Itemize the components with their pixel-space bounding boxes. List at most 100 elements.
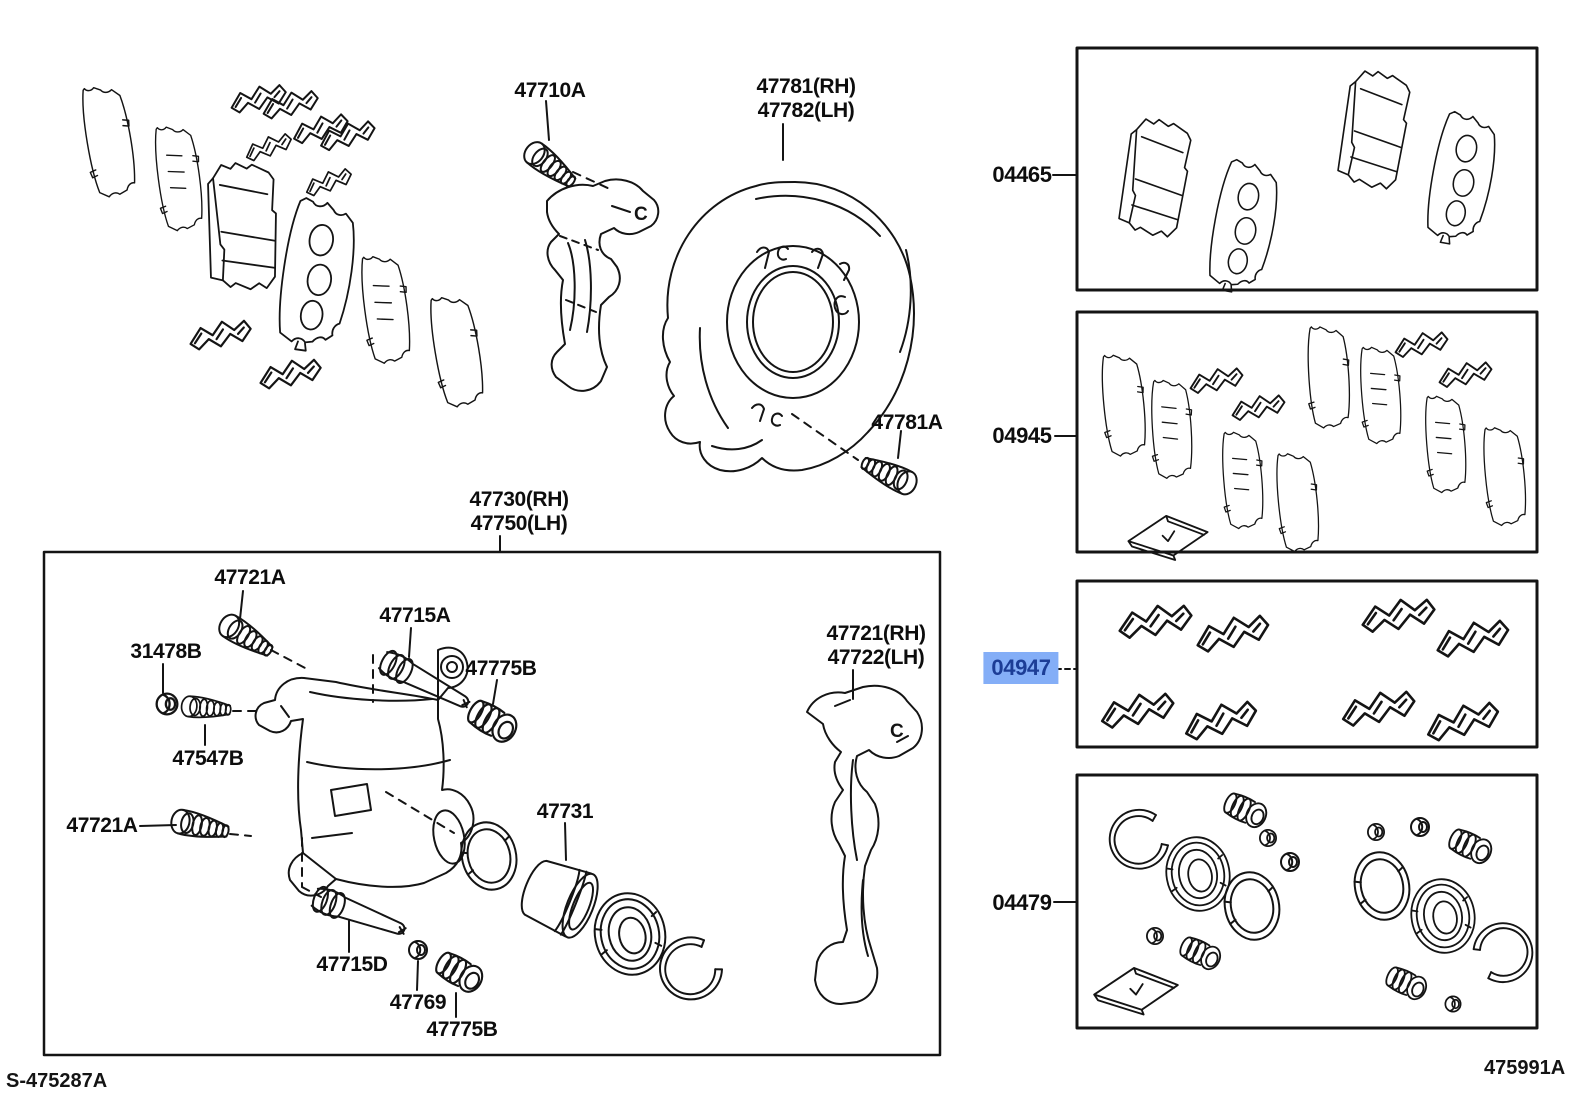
brake-pad-drawing [1420, 109, 1503, 250]
assembly-dashed-lines [229, 171, 859, 898]
pin-boot-drawing [1382, 963, 1431, 1004]
cap-drawing [1259, 829, 1277, 847]
bolt-47710A-drawing [518, 136, 582, 194]
backing-plate-drawing [423, 291, 490, 411]
dust-shield-drawing [662, 181, 915, 473]
fitting-clip-drawing [1116, 601, 1195, 640]
brake-pad-drawing [202, 159, 283, 293]
fitting-clip-drawing [1436, 358, 1495, 389]
cylinder-boot-drawing [1404, 873, 1482, 959]
callout-47710A[interactable]: 47710A [514, 79, 586, 102]
callout-47721-47722[interactable]: 47721(RH) 47722(LH) [826, 622, 926, 670]
callout-47715D[interactable]: 47715D [316, 953, 388, 976]
fitting-clip-drawing [1339, 687, 1418, 729]
grease-packet-drawing [1093, 967, 1179, 1016]
fitting-clip-drawing [289, 110, 352, 146]
fitting-clip-drawing [1392, 328, 1451, 359]
set-ring-drawing [1467, 913, 1542, 991]
kit-label-04947-selected[interactable]: 04947 [983, 652, 1059, 684]
bleeder-47547B-drawing [179, 694, 233, 722]
callout-47731[interactable]: 47731 [536, 800, 594, 823]
fitting-clip-drawing [1187, 364, 1246, 395]
pin-boot-drawing [1219, 789, 1271, 832]
shim-drawing [1477, 423, 1531, 528]
backing-plate-drawing [75, 81, 142, 201]
kit-label-04465[interactable]: 04465 [992, 162, 1052, 187]
shim-drawing [1096, 351, 1151, 459]
piston-seal-drawing [1217, 866, 1287, 946]
shim-drawing [1355, 343, 1407, 446]
bushing-31478B-drawing [155, 692, 179, 716]
shim-drawing [1217, 428, 1269, 531]
callout-31478B[interactable]: 31478B [130, 640, 202, 663]
callout-47781A[interactable]: 47781A [871, 411, 943, 434]
brake-pad-drawing [1202, 157, 1285, 298]
callout-47781-47782[interactable]: 47781(RH) 47782(LH) [756, 75, 856, 123]
callout-47715A[interactable]: 47715A [379, 604, 451, 627]
figure-code-right: 475991A [1484, 1057, 1566, 1079]
fitting-clip-drawing [187, 316, 254, 352]
kit-04947-content-drawing [1098, 595, 1513, 744]
callout-line-rh: 47721(RH) [826, 622, 926, 645]
callout-47721A-left[interactable]: 47721A [66, 814, 138, 837]
kit-box-04947 [1075, 579, 1539, 749]
fitting-clip-drawing [1180, 696, 1261, 743]
callout-line-rh: 47781(RH) [756, 75, 856, 98]
brake-pad-drawing [1335, 67, 1413, 191]
shim-drawing [1420, 392, 1472, 495]
callout-line-lh: 47722(LH) [827, 646, 925, 669]
cap-drawing [1444, 995, 1462, 1013]
callout-47769[interactable]: 47769 [389, 991, 447, 1014]
kit-box-04465 [1075, 46, 1539, 292]
caliper-detail-box [42, 550, 942, 1057]
shim-drawing [354, 251, 417, 366]
c-mark-label: C [890, 721, 904, 742]
brake-pad-drawing [1116, 115, 1194, 239]
callout-line-rh: 47730(RH) [469, 488, 569, 511]
piston-47731-drawing [512, 851, 606, 944]
caliper-exploded-drawing: C [155, 609, 923, 1011]
shim-drawing [1146, 377, 1197, 480]
pad-guide-drawing [302, 165, 355, 199]
callout-47775B-lower[interactable]: 47775B [426, 1018, 498, 1041]
kit-box-04479 [1075, 773, 1539, 1030]
callout-line-lh: 47782(LH) [757, 99, 855, 122]
shim-drawing [148, 121, 209, 234]
fitting-clip-drawing [1432, 615, 1513, 660]
figure-code-left: S-475287A [6, 1070, 108, 1092]
kit-label-04479[interactable]: 04479 [992, 890, 1052, 915]
set-ring-drawing [1102, 803, 1174, 877]
boot-47775B-lower-drawing [431, 947, 488, 997]
callout-47730-47750[interactable]: 47730(RH) 47750(LH) [469, 488, 569, 536]
piston-seal-drawing [1347, 846, 1417, 926]
pad-guide-drawing [242, 130, 295, 164]
piston-seal-drawing [453, 815, 525, 897]
pin-boot-drawing [1444, 825, 1496, 868]
fitting-clip-drawing [1192, 610, 1273, 655]
pad-set-exploded-drawing [75, 81, 490, 411]
fitting-clip-drawing [1229, 391, 1288, 422]
fitting-clip-drawing [1422, 697, 1503, 744]
pin-boot-drawing [1176, 933, 1225, 974]
kit-04465-content-drawing [1116, 67, 1503, 298]
cap-drawing [1146, 927, 1164, 945]
mounting-bracket-drawing [806, 684, 923, 1005]
callout-47775B-upper[interactable]: 47775B [465, 657, 537, 680]
cap-47769-drawing [408, 940, 428, 960]
kit-label-04945[interactable]: 04945 [992, 423, 1052, 448]
brake-pad-drawing [272, 195, 362, 357]
callout-47721A-upper[interactable]: 47721A [214, 566, 286, 589]
bolt-47781A-drawing [856, 450, 922, 499]
bolt-47721A-left-drawing [168, 806, 232, 845]
kit-04945-content-drawing [1096, 323, 1531, 561]
slide-pin-47715D-drawing [308, 883, 411, 944]
callout-47547B[interactable]: 47547B [172, 747, 244, 770]
cap-drawing [1280, 852, 1300, 872]
fitting-clip-drawing [1359, 595, 1438, 634]
set-ring-drawing [648, 927, 731, 1011]
callout-line-lh: 47750(LH) [470, 512, 568, 535]
fitting-clip-drawing [1098, 689, 1177, 731]
kit-box-04945 [1075, 310, 1539, 554]
